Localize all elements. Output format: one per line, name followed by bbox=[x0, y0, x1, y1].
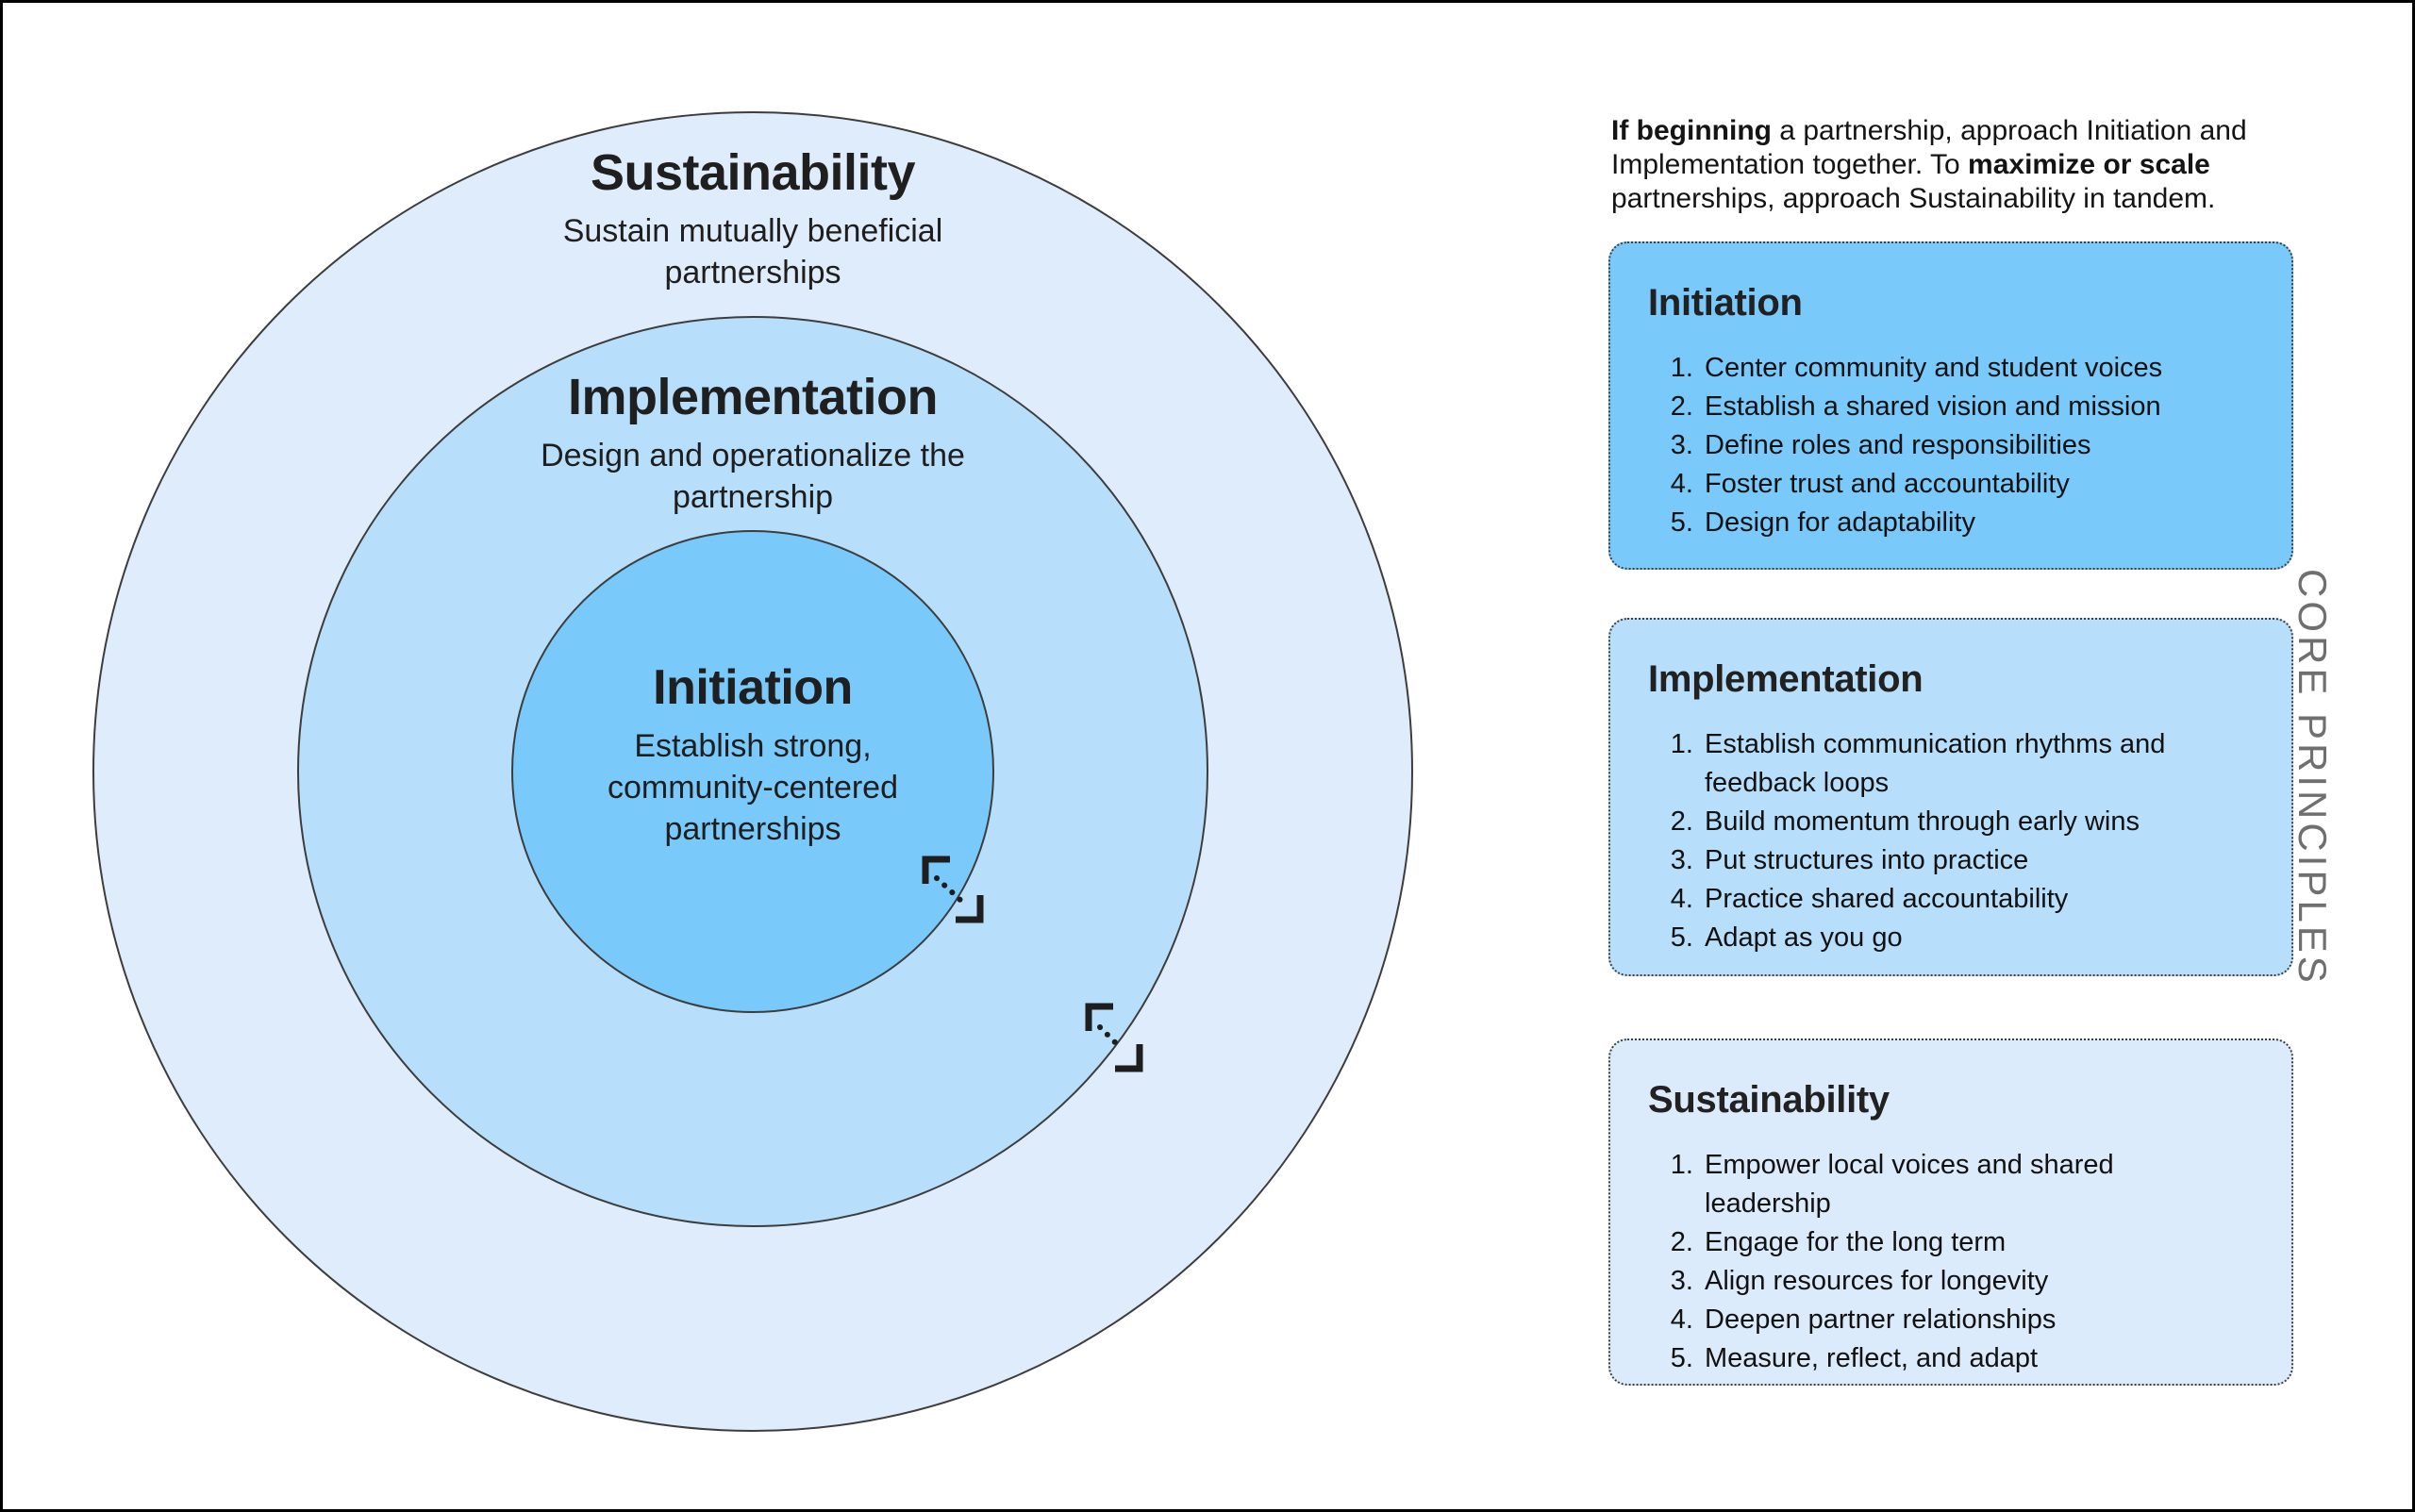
ring-initiation-label: Initiation Establish strong, community-c… bbox=[451, 659, 1055, 850]
boundary-arrow-middle-icon bbox=[1085, 1003, 1143, 1072]
ring-initiation-subtitle: Establish strong, community-centered par… bbox=[607, 728, 898, 847]
principles-box-sustainability-list: Empower local voices and shared leadersh… bbox=[1648, 1146, 2231, 1378]
list-item: Establish a shared vision and mission bbox=[1701, 388, 2231, 426]
principles-box-initiation-title: Initiation bbox=[1648, 282, 1803, 324]
ring-sustainability-label: Sustainability Sustain mutually benefici… bbox=[451, 144, 1055, 293]
ring-initiation-title: Initiation bbox=[653, 660, 853, 715]
ring-implementation-subtitle: Design and operationalize the partnershi… bbox=[541, 438, 965, 515]
principles-box-sustainability: Sustainability Empower local voices and … bbox=[1608, 1038, 2293, 1386]
intro-text: If beginning a partnership, approach Ini… bbox=[1611, 115, 2247, 214]
intro-bold-beginning: If beginning bbox=[1611, 115, 1772, 146]
list-item: Foster trust and accountability bbox=[1701, 465, 2231, 504]
principles-box-initiation: Initiation Center community and student … bbox=[1608, 241, 2293, 570]
ring-initiation bbox=[511, 530, 994, 1013]
principles-box-implementation: Implementation Establish communication r… bbox=[1608, 618, 2293, 976]
ring-implementation-label: Implementation Design and operationalize… bbox=[451, 369, 1055, 518]
ring-sustainability-title: Sustainability bbox=[590, 144, 916, 201]
principles-box-implementation-title: Implementation bbox=[1648, 658, 1924, 700]
list-item: Define roles and responsibilities bbox=[1701, 426, 2231, 465]
list-item: Practice shared accountability bbox=[1701, 880, 2231, 919]
list-item: Put structures into practice bbox=[1701, 841, 2231, 880]
intro-bold-maximize: maximize or scale bbox=[1968, 149, 2210, 180]
core-principles-label: CORE PRINCIPLES bbox=[2290, 569, 2335, 987]
list-item: Design for adaptability bbox=[1701, 504, 2231, 542]
list-item: Build momentum through early wins bbox=[1701, 803, 2231, 841]
boundary-arrow-inner-icon bbox=[922, 856, 984, 923]
list-item: Empower local voices and shared leadersh… bbox=[1701, 1146, 2231, 1223]
list-item: Engage for the long term bbox=[1701, 1223, 2231, 1262]
principles-box-sustainability-title: Sustainability bbox=[1648, 1079, 1890, 1121]
list-item: Align resources for longevity bbox=[1701, 1262, 2231, 1301]
boundary-arrows-layer bbox=[922, 856, 1143, 1072]
principles-box-implementation-list: Establish communication rhythms and feed… bbox=[1648, 725, 2231, 957]
list-item: Measure, reflect, and adapt bbox=[1701, 1339, 2231, 1378]
list-item: Adapt as you go bbox=[1701, 919, 2231, 957]
ring-sustainability-subtitle: Sustain mutually beneficial partnerships bbox=[562, 213, 943, 291]
list-item: Establish communication rhythms and feed… bbox=[1701, 725, 2231, 803]
ring-implementation-title: Implementation bbox=[567, 369, 939, 425]
list-item: Center community and student voices bbox=[1701, 349, 2231, 388]
principles-box-initiation-list: Center community and student voices Esta… bbox=[1648, 349, 2231, 542]
list-item: Deepen partner relationships bbox=[1701, 1301, 2231, 1339]
